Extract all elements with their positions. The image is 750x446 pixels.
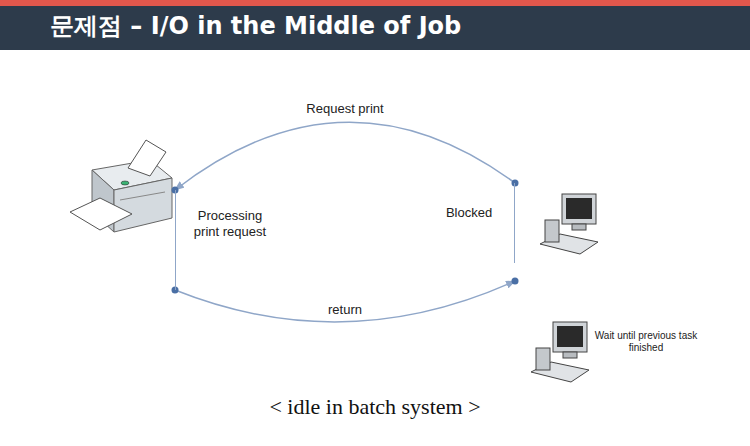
printer-timeline: Processing print request xyxy=(175,190,275,290)
waiting-note: Wait until previous task finished xyxy=(594,330,698,362)
node-text: Wait until previous task finished xyxy=(594,330,698,354)
printer-icon xyxy=(70,140,172,232)
node-text: Processing print request xyxy=(188,208,272,240)
message-arrow xyxy=(175,281,515,322)
slide-title: 문제점 – I/O in the Middle of Job xyxy=(50,10,461,42)
computer-icon xyxy=(540,194,598,254)
node-text: Blocked xyxy=(434,205,504,221)
message-arrow xyxy=(175,122,515,190)
edge-label: Request print xyxy=(303,101,386,116)
figure-caption: < idle in batch system > xyxy=(0,394,750,420)
computer-icon xyxy=(531,322,589,382)
edge-label: return xyxy=(325,302,365,317)
timeline-dot xyxy=(512,278,519,285)
timeline-dot xyxy=(512,180,519,187)
computer-timeline: Blocked xyxy=(430,183,515,263)
